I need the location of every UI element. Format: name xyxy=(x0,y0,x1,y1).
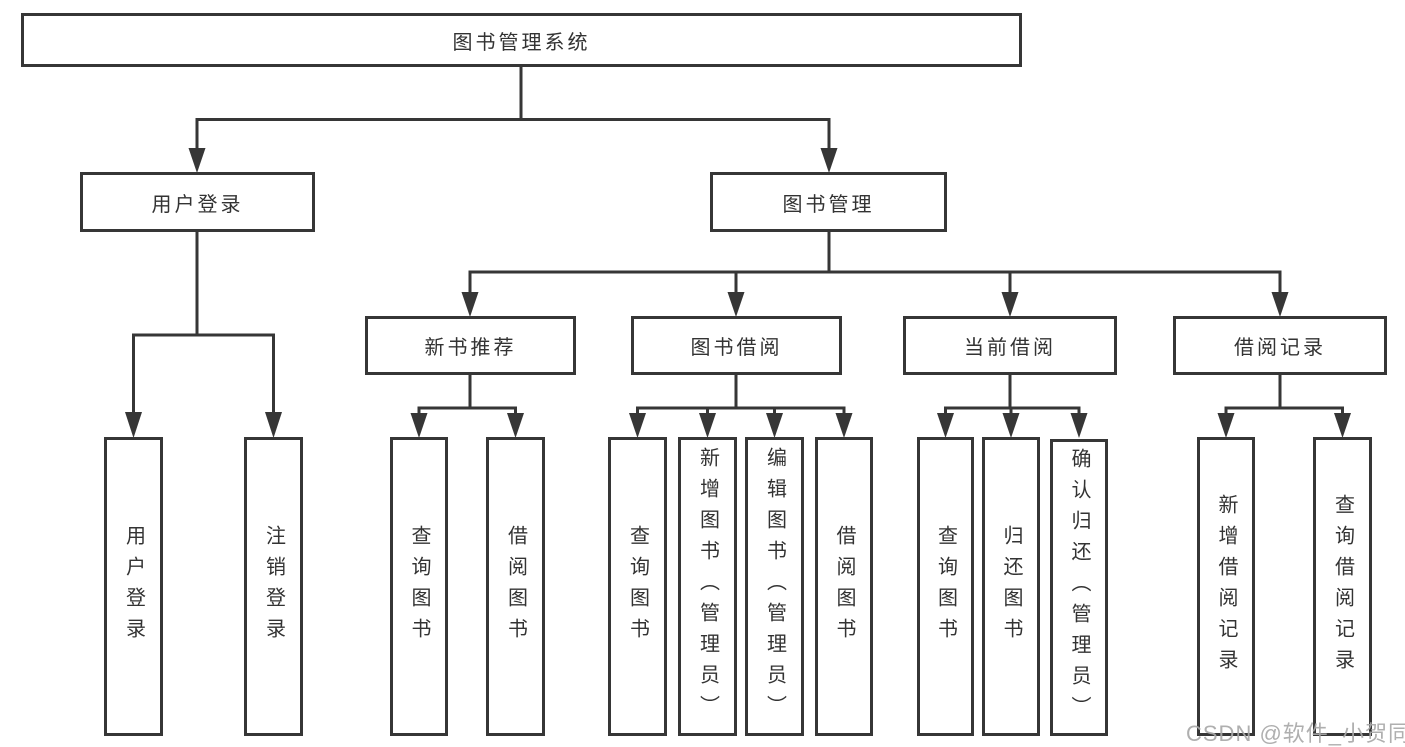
node-book-borrow: 图书借阅 xyxy=(631,316,842,375)
connector-current-borrow-branch xyxy=(937,374,1088,438)
connector-book-borrow-branch xyxy=(629,374,853,438)
node-label: 查询图书 xyxy=(934,524,957,649)
node-label: 确认归还（管理员） xyxy=(1068,448,1090,727)
leaf-add-borrow-record: 新增借阅记录 xyxy=(1197,437,1255,736)
arrow-down-icon xyxy=(835,413,853,438)
leaf-logout: 注销登录 xyxy=(244,437,303,736)
node-book-management: 图书管理 xyxy=(710,172,947,232)
node-label: 新增借阅记录 xyxy=(1215,493,1237,680)
arrow-down-icon xyxy=(461,292,479,317)
connector-new-book-branch xyxy=(410,374,524,438)
arrow-down-icon xyxy=(265,412,282,438)
node-label: 查询图书 xyxy=(408,524,430,649)
leaf-add-book-admin: 新增图书（管理员） xyxy=(678,437,737,736)
node-label: 当前借阅 xyxy=(964,337,1056,359)
arrow-down-icon xyxy=(766,413,783,438)
arrow-down-icon xyxy=(1002,413,1020,438)
watermark: CSDN @软件_小贺同学 xyxy=(1186,721,1405,746)
node-current-borrow: 当前借阅 xyxy=(903,316,1117,375)
connector-borrow-records-branch xyxy=(1217,374,1351,438)
node-label: 新书推荐 xyxy=(424,337,517,359)
arrow-down-icon xyxy=(727,292,745,317)
leaf-confirm-return-admin: 确认归还（管理员） xyxy=(1050,439,1108,736)
node-label: 新增图书（管理员） xyxy=(696,447,719,726)
node-label: 查询借阅记录 xyxy=(1331,493,1354,680)
arrow-down-icon xyxy=(507,413,524,438)
connector-root-to-level2 xyxy=(188,67,838,173)
node-label: 图书借阅 xyxy=(690,337,783,359)
node-borrow-records: 借阅记录 xyxy=(1173,316,1387,375)
node-label: 借阅记录 xyxy=(1234,337,1326,359)
arrow-down-icon xyxy=(125,412,142,438)
arrow-down-icon xyxy=(937,413,954,438)
node-label: 图书管理系统 xyxy=(452,31,591,54)
arrow-down-icon xyxy=(1334,413,1351,438)
node-label: 借阅图书 xyxy=(504,524,527,649)
node-label: 图书管理 xyxy=(782,193,875,216)
node-label: 归还图书 xyxy=(1000,524,1022,649)
node-label: 借阅图书 xyxy=(833,524,855,649)
leaf-borrow-books-2: 借阅图书 xyxy=(815,437,873,736)
node-label: 用户登录 xyxy=(122,524,145,649)
arrow-down-icon xyxy=(1217,413,1235,438)
leaf-edit-book-admin: 编辑图书（管理员） xyxy=(745,437,804,736)
arrow-down-icon xyxy=(820,148,838,173)
arrow-down-icon xyxy=(410,413,428,438)
connector-user-login-branch xyxy=(125,231,282,438)
leaf-user-login: 用户登录 xyxy=(104,437,163,736)
leaf-query-books-1: 查询图书 xyxy=(390,437,448,736)
arrow-down-icon xyxy=(1271,292,1289,317)
arrow-down-icon xyxy=(1070,413,1088,438)
node-user-login: 用户登录 xyxy=(80,172,315,232)
arrow-down-icon xyxy=(1001,292,1019,317)
arrow-down-icon xyxy=(699,413,716,438)
node-label: 注销登录 xyxy=(262,524,285,649)
node-label: 用户登录 xyxy=(151,193,244,216)
node-label: 编辑图书（管理员） xyxy=(763,447,786,726)
node-new-book-recommend: 新书推荐 xyxy=(365,316,576,375)
leaf-return-book: 归还图书 xyxy=(982,437,1040,736)
leaf-borrow-books-1: 借阅图书 xyxy=(486,437,545,736)
leaf-query-borrow-record: 查询借阅记录 xyxy=(1313,437,1372,736)
connector-book-management-branch xyxy=(461,231,1289,317)
arrow-down-icon xyxy=(629,413,646,438)
node-label: 查询图书 xyxy=(626,524,649,649)
leaf-query-books-2: 查询图书 xyxy=(608,437,667,736)
arrow-down-icon xyxy=(188,148,206,173)
node-library-system: 图书管理系统 xyxy=(21,13,1022,67)
leaf-query-books-3: 查询图书 xyxy=(917,437,974,736)
